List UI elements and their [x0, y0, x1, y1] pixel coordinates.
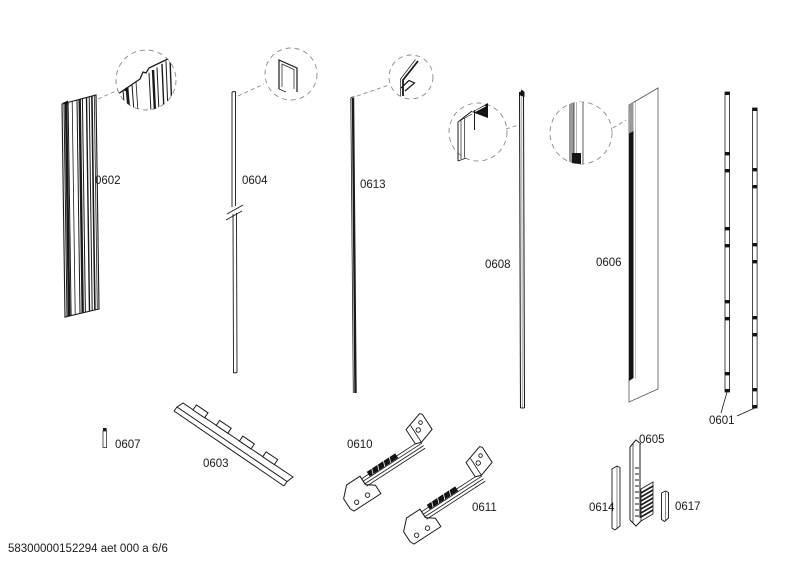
part-0601-rails [720, 91, 758, 417]
part-0611-label: 0611 [472, 502, 497, 514]
part-0603-rail [173, 402, 294, 487]
part-0608-strip [519, 89, 525, 409]
part-0602-profile [61, 94, 100, 318]
part-0606-panel [628, 87, 659, 403]
part-0614-label: 0614 [589, 502, 615, 514]
detail-circle-0608 [448, 102, 518, 162]
part-0602-label: 0602 [95, 175, 121, 187]
part-0608-label: 0608 [485, 259, 511, 271]
part-0604-strip [225, 91, 244, 374]
part-0604-label: 0604 [242, 175, 268, 187]
detail-circle-0613 [356, 54, 434, 100]
part-0617-bar [661, 490, 669, 523]
part-0610-label: 0610 [347, 439, 373, 451]
part-0601-label: 0601 [709, 415, 735, 427]
part-0610-slide [326, 412, 447, 513]
part-0614-bar [611, 465, 621, 531]
detail-circle-0602 [97, 49, 177, 111]
part-0605-bracket [629, 439, 654, 527]
detail-circle-0606 [549, 101, 627, 165]
part-0613-label: 0613 [360, 179, 386, 191]
detail-circle-0604 [237, 47, 318, 101]
footer-text: 58300000152294 aet 000 a 6/6 [8, 543, 168, 555]
part-0611-slide [386, 445, 507, 546]
part-0607-pin [102, 428, 107, 448]
part-0613-strip [350, 96, 357, 394]
part-0603-label: 0603 [203, 458, 229, 470]
part-0607-label: 0607 [115, 439, 141, 451]
part-0605-label: 0605 [639, 434, 665, 446]
part-0617-label: 0617 [675, 501, 701, 513]
part-0606-label: 0606 [596, 257, 622, 269]
